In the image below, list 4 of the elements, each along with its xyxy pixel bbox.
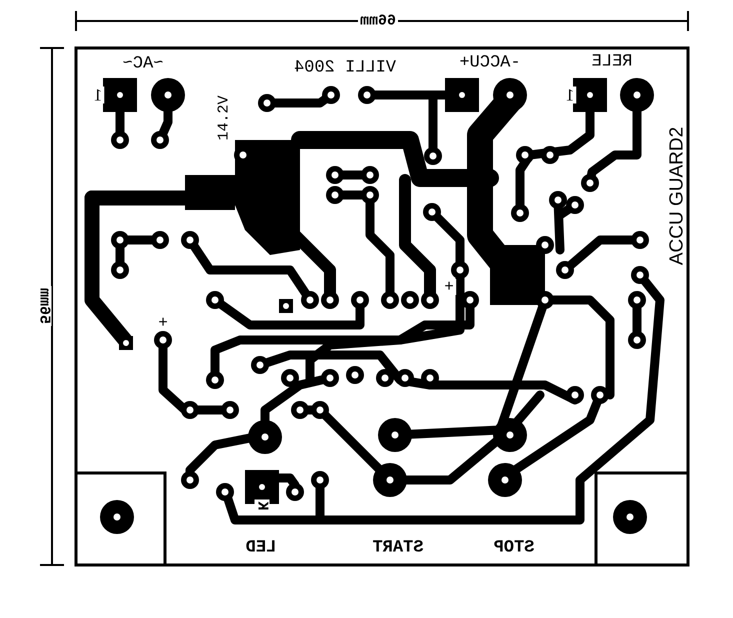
pin-number: 1 [92,86,104,104]
pin-number: 1 [564,86,576,104]
pin-label: K [254,500,270,512]
polarity-mark: + [442,279,456,295]
